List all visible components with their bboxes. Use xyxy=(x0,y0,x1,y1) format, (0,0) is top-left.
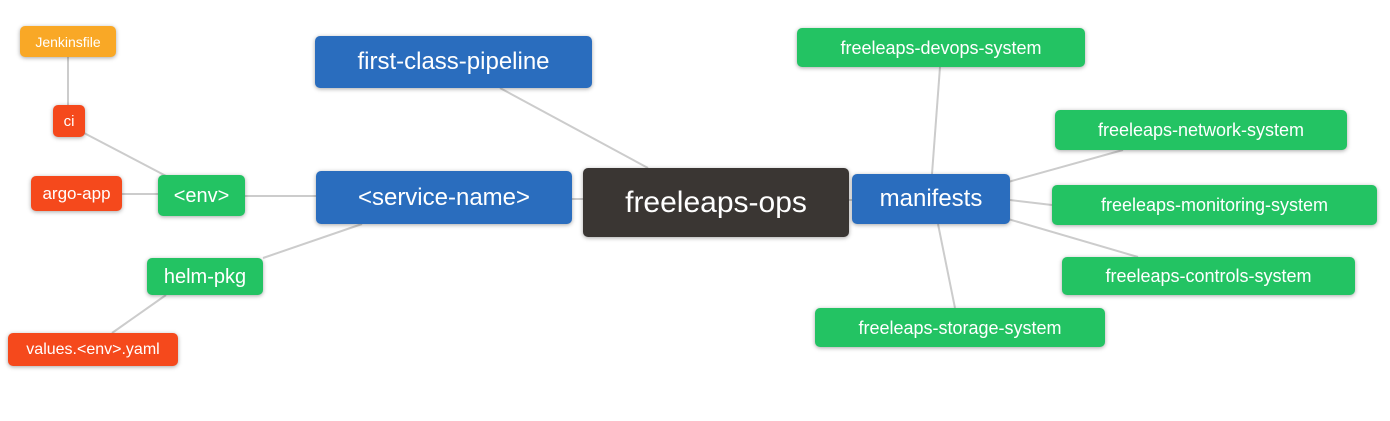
node-helm-pkg[interactable]: helm-pkg xyxy=(147,258,263,295)
edge-manifests-to-freeleaps-storage-system xyxy=(937,223,956,309)
edge-values.<env>.yaml-to-helm-pkg xyxy=(111,294,167,334)
edge-helm-pkg-to-<service-name> xyxy=(262,223,363,259)
node-freeleaps-ops-root[interactable]: freeleaps-ops xyxy=(583,168,849,237)
node-service-name[interactable]: <service-name> xyxy=(316,171,572,224)
node-freeleaps-devops-system[interactable]: freeleaps-devops-system xyxy=(797,28,1085,67)
edge-manifests-to-freeleaps-network-system xyxy=(1007,149,1124,183)
node-argo-app[interactable]: argo-app xyxy=(31,176,122,211)
edge-freeleaps-devops-system-to-manifests xyxy=(931,66,941,175)
edge-first-class-pipeline-to-freeleaps-ops xyxy=(499,87,649,169)
node-ci[interactable]: ci xyxy=(53,105,85,137)
edge-manifests-to-freeleaps-controls-system xyxy=(1007,218,1139,258)
node-manifests[interactable]: manifests xyxy=(852,174,1010,224)
node-freeleaps-network-system[interactable]: freeleaps-network-system xyxy=(1055,110,1347,150)
node-jenkinsfile[interactable]: Jenkinsfile xyxy=(20,26,116,57)
node-freeleaps-monitoring-system[interactable]: freeleaps-monitoring-system xyxy=(1052,185,1377,225)
edge-manifests-to-freeleaps-monitoring-system xyxy=(1009,199,1053,206)
node-values-env-yaml[interactable]: values.<env>.yaml xyxy=(8,333,178,366)
node-env[interactable]: <env> xyxy=(158,175,245,216)
node-first-class-pipeline[interactable]: first-class-pipeline xyxy=(315,36,592,88)
node-freeleaps-controls-system[interactable]: freeleaps-controls-system xyxy=(1062,257,1355,295)
edge-ci-to-<env> xyxy=(83,132,169,178)
node-freeleaps-storage-system[interactable]: freeleaps-storage-system xyxy=(815,308,1105,347)
